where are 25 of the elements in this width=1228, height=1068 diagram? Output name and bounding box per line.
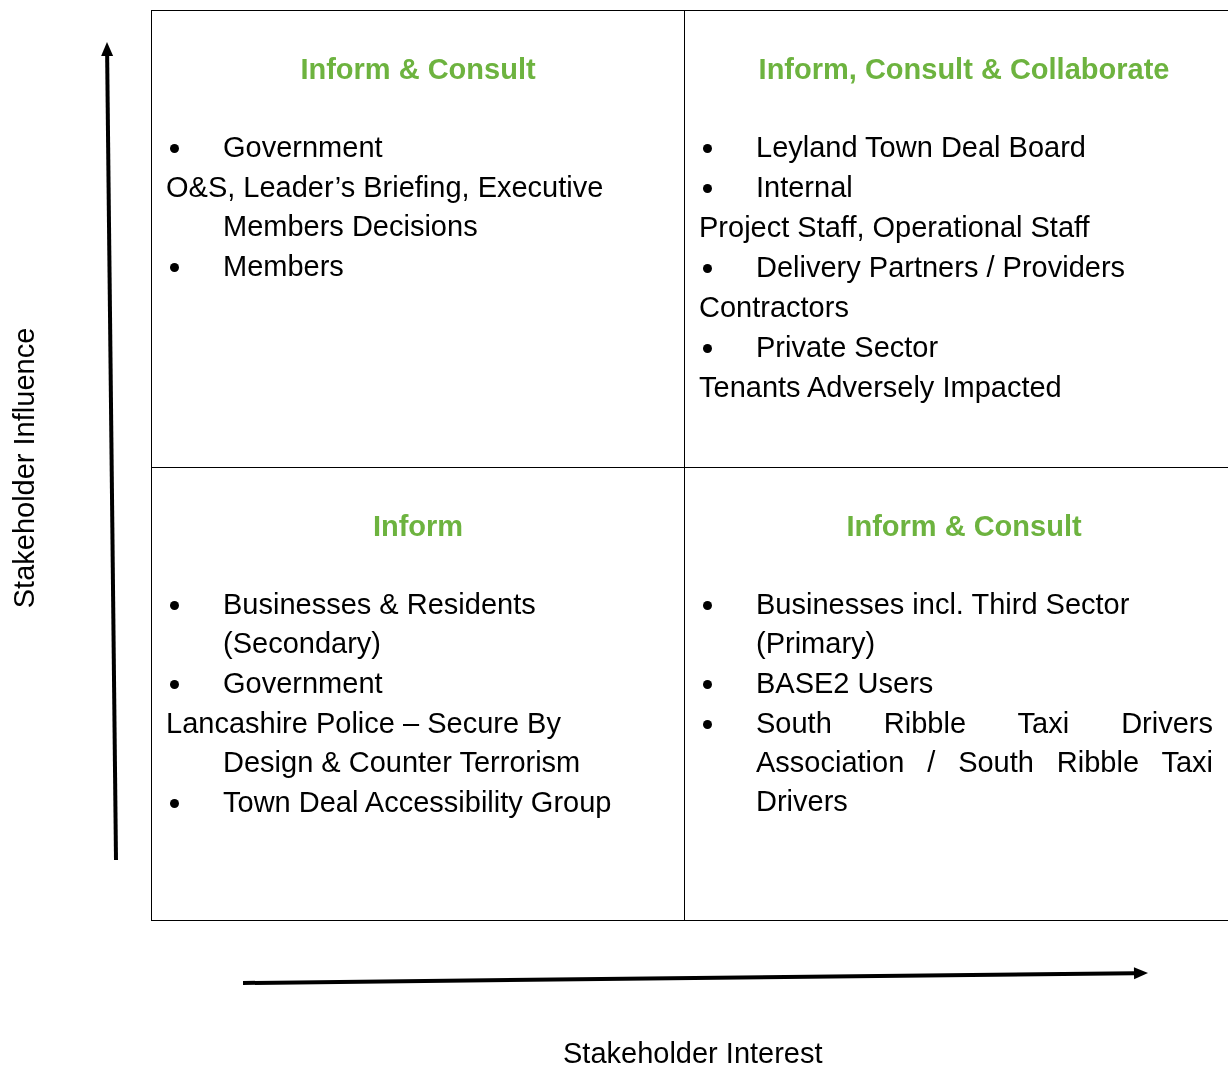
quadrant-heading: Inform & Consult [299,52,537,87]
axis-label: Stakeholder Interest [563,1036,823,1068]
list-item: Businesses incl. Third Sector (Primary) [756,587,1131,661]
list-item: Lancashire Police – Secure By Design & Counter Terrorism [166,706,582,780]
list-item: Delivery Partners / Providers [756,250,1127,285]
list-item: South Ribble Taxi Drivers Association / South Ribble Taxi Drivers [756,706,1213,819]
list-item: Government [223,130,384,165]
quadrant-heading: Inform & Consult [845,509,1083,544]
quadrant-heading: Inform [371,509,465,544]
list-item: Contractors [699,290,850,325]
quadrant-cell [151,10,685,468]
list-item: Town Deal Accessibility Group [223,785,613,820]
list-item: BASE2 Users [756,666,935,701]
list-item: Leyland Town Deal Board [756,130,1087,165]
list-item: Private Sector [756,330,940,365]
list-item: Members [223,249,345,284]
list-item: O&S, Leader’s Briefing, Executive Members Decisions [166,170,605,244]
list-item: Tenants Adversely Impacted [699,370,1063,405]
list-item: Businesses & Residents (Secondary) [223,587,537,661]
list-item: Internal [756,170,854,205]
axis-label: Stakeholder Influence [6,327,41,609]
list-item: Government [223,666,384,701]
quadrant-heading: Inform, Consult & Collaborate [757,52,1171,87]
list-item: Project Staff, Operational Staff [699,210,1091,245]
quadrant-cell [151,467,685,921]
